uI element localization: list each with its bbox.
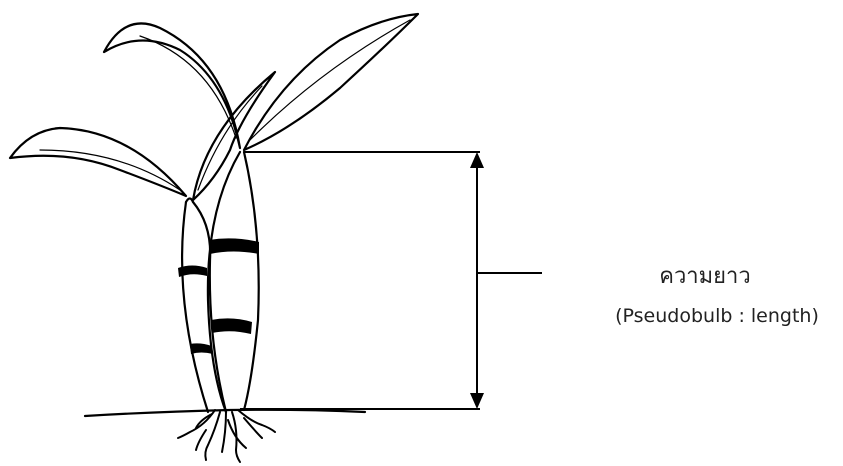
top-right-leaf	[244, 14, 418, 150]
arrow-up-icon	[470, 152, 484, 168]
length-label-english: (Pseudobulb : length)	[592, 305, 842, 327]
roots	[178, 410, 275, 462]
middle-leaf	[193, 72, 275, 200]
top-left-leaf	[104, 23, 240, 148]
arrow-down-icon	[470, 393, 484, 409]
length-measurement	[240, 152, 542, 409]
front-pseudobulb	[208, 152, 259, 412]
orchid-plant-illustration	[85, 152, 365, 462]
back-pseudobulb	[182, 202, 226, 412]
length-label-thai: ความยาว	[610, 258, 800, 293]
leaves	[10, 14, 418, 200]
left-leaf	[10, 128, 186, 196]
